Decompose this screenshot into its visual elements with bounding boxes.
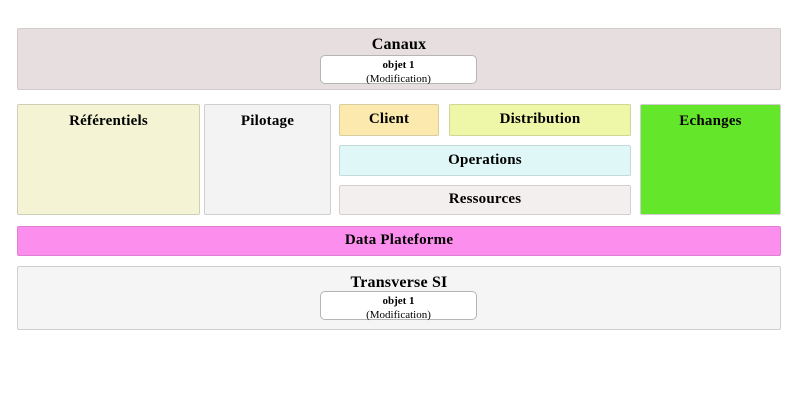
- object-card-transverse-si-state: (Modification): [366, 308, 431, 321]
- zone-client-title: Client: [368, 111, 410, 127]
- object-card-canaux-state: (Modification): [366, 72, 431, 85]
- zone-data-plateforme-title: Data Plateforme: [344, 232, 454, 248]
- zone-pilotage-title: Pilotage: [240, 113, 295, 129]
- object-card-canaux-name: objet 1: [382, 59, 415, 71]
- object-card-transverse-si[interactable]: objet 1 (Modification): [320, 291, 477, 321]
- zone-referentiels[interactable]: Référentiels: [17, 104, 200, 215]
- zone-ressources-title: Ressources: [448, 191, 522, 207]
- object-card-transverse-si-name: objet 1: [382, 295, 415, 307]
- zone-echanges[interactable]: Echanges: [640, 104, 781, 215]
- zone-echanges-title: Echanges: [679, 113, 742, 129]
- zone-ressources[interactable]: Ressources: [339, 185, 631, 215]
- zone-distribution-title: Distribution: [499, 111, 581, 127]
- zone-operations-title: Operations: [448, 152, 522, 168]
- zone-pilotage[interactable]: Pilotage: [204, 104, 331, 215]
- zone-data-plateforme[interactable]: Data Plateforme: [17, 226, 781, 256]
- zone-client[interactable]: Client: [339, 104, 439, 136]
- zone-distribution[interactable]: Distribution: [449, 104, 631, 136]
- zone-operations[interactable]: Operations: [339, 145, 631, 176]
- zone-canaux-title: Canaux: [371, 36, 427, 53]
- zone-referentiels-title: Référentiels: [69, 113, 148, 129]
- object-card-canaux[interactable]: objet 1 (Modification): [320, 55, 477, 85]
- zone-transverse-si-title: Transverse SI: [350, 274, 448, 291]
